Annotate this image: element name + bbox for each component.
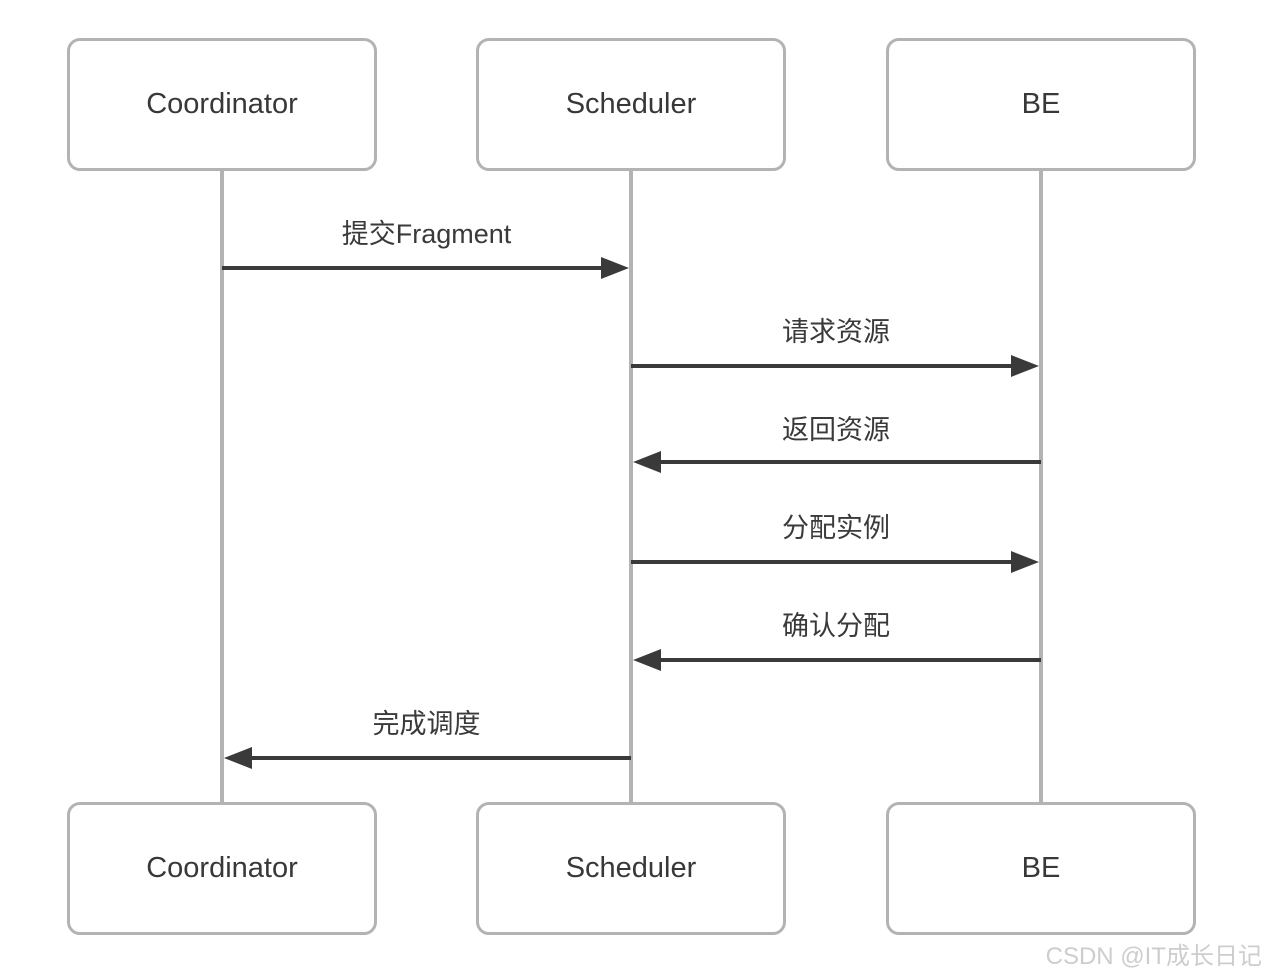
participant-label: Scheduler — [565, 88, 697, 120]
participant-box-coordinator-bottom: Coordinator — [67, 802, 377, 935]
message-line — [661, 658, 1041, 662]
participant-box-be-top: BE — [886, 38, 1196, 171]
participant-label: Coordinator — [146, 852, 298, 884]
arrowhead-left-icon — [633, 649, 661, 671]
arrowhead-left-icon — [633, 451, 661, 473]
lifeline-scheduler — [629, 171, 633, 802]
participant-box-coordinator-top: Coordinator — [67, 38, 377, 171]
message-label-request-resources: 请求资源 — [782, 317, 890, 347]
arrowhead-left-icon — [224, 747, 252, 769]
message-line — [631, 560, 1011, 564]
message-line — [252, 756, 631, 760]
message-label-confirm-assignment: 确认分配 — [782, 611, 890, 641]
participant-box-scheduler-top: Scheduler — [476, 38, 786, 171]
participant-label: Scheduler — [565, 852, 697, 884]
participant-label: BE — [1021, 88, 1061, 120]
message-line — [631, 364, 1011, 368]
lifeline-coordinator — [220, 171, 224, 802]
participant-box-scheduler-bottom: Scheduler — [476, 802, 786, 935]
csdn-watermark: CSDN @IT成长日记 — [1045, 943, 1262, 970]
arrowhead-right-icon — [1011, 551, 1039, 573]
arrowhead-right-icon — [1011, 355, 1039, 377]
message-line — [661, 460, 1041, 464]
participant-box-be-bottom: BE — [886, 802, 1196, 935]
participant-label: BE — [1021, 852, 1061, 884]
message-label-return-resources: 返回资源 — [782, 415, 890, 445]
lifeline-be — [1039, 171, 1043, 802]
message-label-submit-fragment: 提交Fragment — [341, 219, 512, 249]
message-label-assign-instance: 分配实例 — [782, 513, 890, 543]
message-line — [222, 266, 601, 270]
message-label-scheduling-done: 完成调度 — [372, 709, 481, 739]
arrowhead-right-icon — [601, 257, 629, 279]
participant-label: Coordinator — [146, 88, 298, 120]
